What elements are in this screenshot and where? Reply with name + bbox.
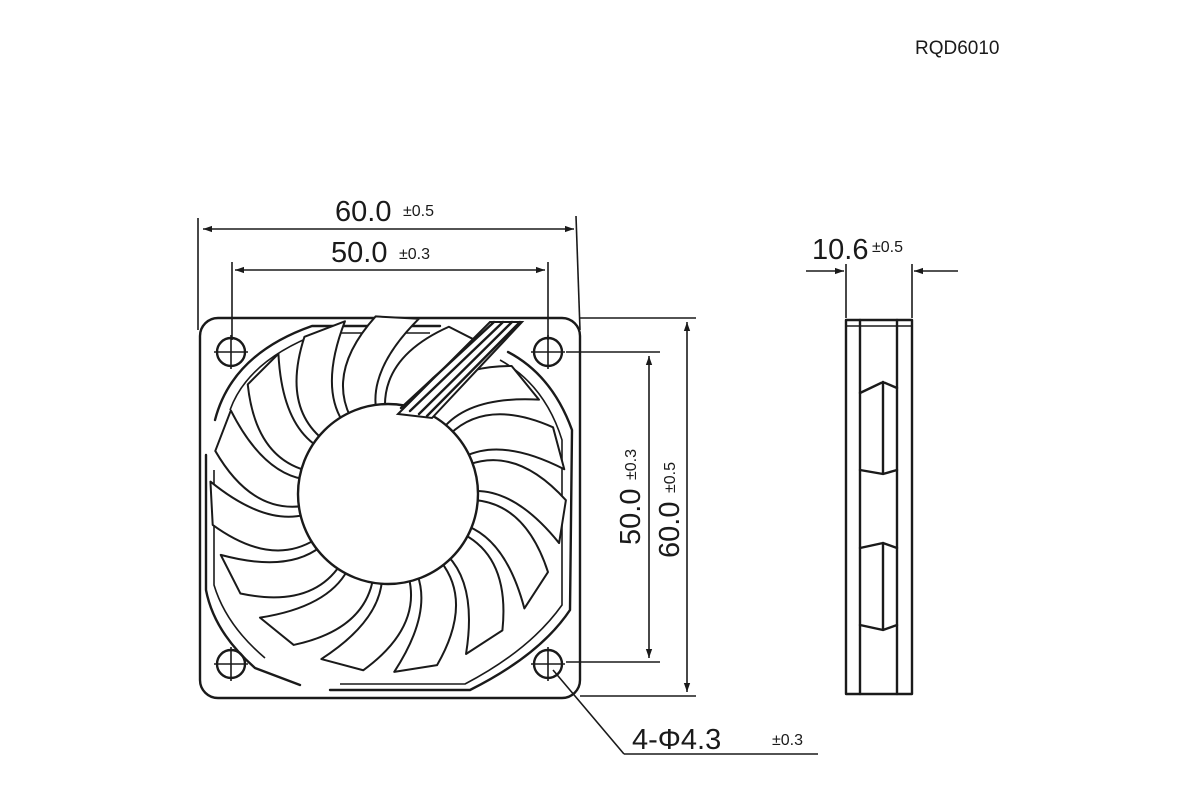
fan-shroud: [204, 324, 574, 692]
fan-blade: [209, 480, 317, 552]
dim-hole-spacing-width-tol: ±0.3: [399, 246, 430, 263]
mounting-hole-top-left: [214, 335, 248, 369]
cable-channel: [395, 320, 525, 420]
fan-side-view: [844, 318, 914, 696]
fan-blade: [214, 409, 305, 508]
fan-hub: [296, 402, 480, 586]
fan-blade: [393, 560, 458, 673]
fan-blade: [446, 533, 505, 655]
fan-blade: [448, 413, 566, 471]
model-label: RQD6010: [915, 38, 1000, 59]
dim-overall-width-tol: ±0.5: [403, 203, 434, 220]
fan-blade: [258, 568, 375, 646]
fan-blade: [342, 315, 420, 418]
dim-overall-width: 60.0 ±0.5: [197, 196, 581, 331]
fan-blade: [467, 459, 567, 545]
dim-hole-spacing-width: 50.0 ±0.3: [231, 237, 549, 340]
mounting-hole-top-right: [531, 335, 565, 369]
fan-blade: [320, 576, 413, 672]
dim-overall-height-tol: ±0.5: [662, 462, 679, 493]
dim-mounting-holes-tol: ±0.3: [772, 732, 803, 749]
dim-thickness: 10.6 ±0.5: [806, 234, 958, 318]
mounting-hole-bottom-right: [531, 647, 565, 681]
dim-hole-spacing-width-value: 50.0: [331, 237, 387, 269]
fan-blade: [295, 320, 346, 440]
fan-blade: [466, 498, 549, 610]
mounting-hole-bottom-left: [214, 647, 248, 681]
dim-hole-spacing-height: 50.0 ±0.3: [566, 351, 660, 663]
dim-thickness-value: 10.6: [812, 234, 868, 266]
dim-hole-spacing-height-tol: ±0.3: [623, 449, 640, 480]
fan-blade: [219, 545, 341, 599]
fan-blade: [246, 352, 318, 472]
dim-thickness-tol: ±0.5: [872, 239, 903, 256]
fan-blades: [209, 315, 567, 673]
dim-mounting-holes-value: 4-Φ4.3: [632, 724, 721, 756]
dim-hole-spacing-height-value: 50.0: [615, 489, 647, 545]
fan-front-view: [198, 315, 582, 700]
dim-overall-width-value: 60.0: [335, 196, 391, 228]
side-frame: [844, 318, 914, 696]
dim-overall-height-value: 60.0: [654, 502, 686, 558]
dim-overall-height: 60.0 ±0.5: [580, 317, 696, 697]
dim-mounting-holes: 4-Φ4.3 ±0.3: [552, 669, 818, 756]
